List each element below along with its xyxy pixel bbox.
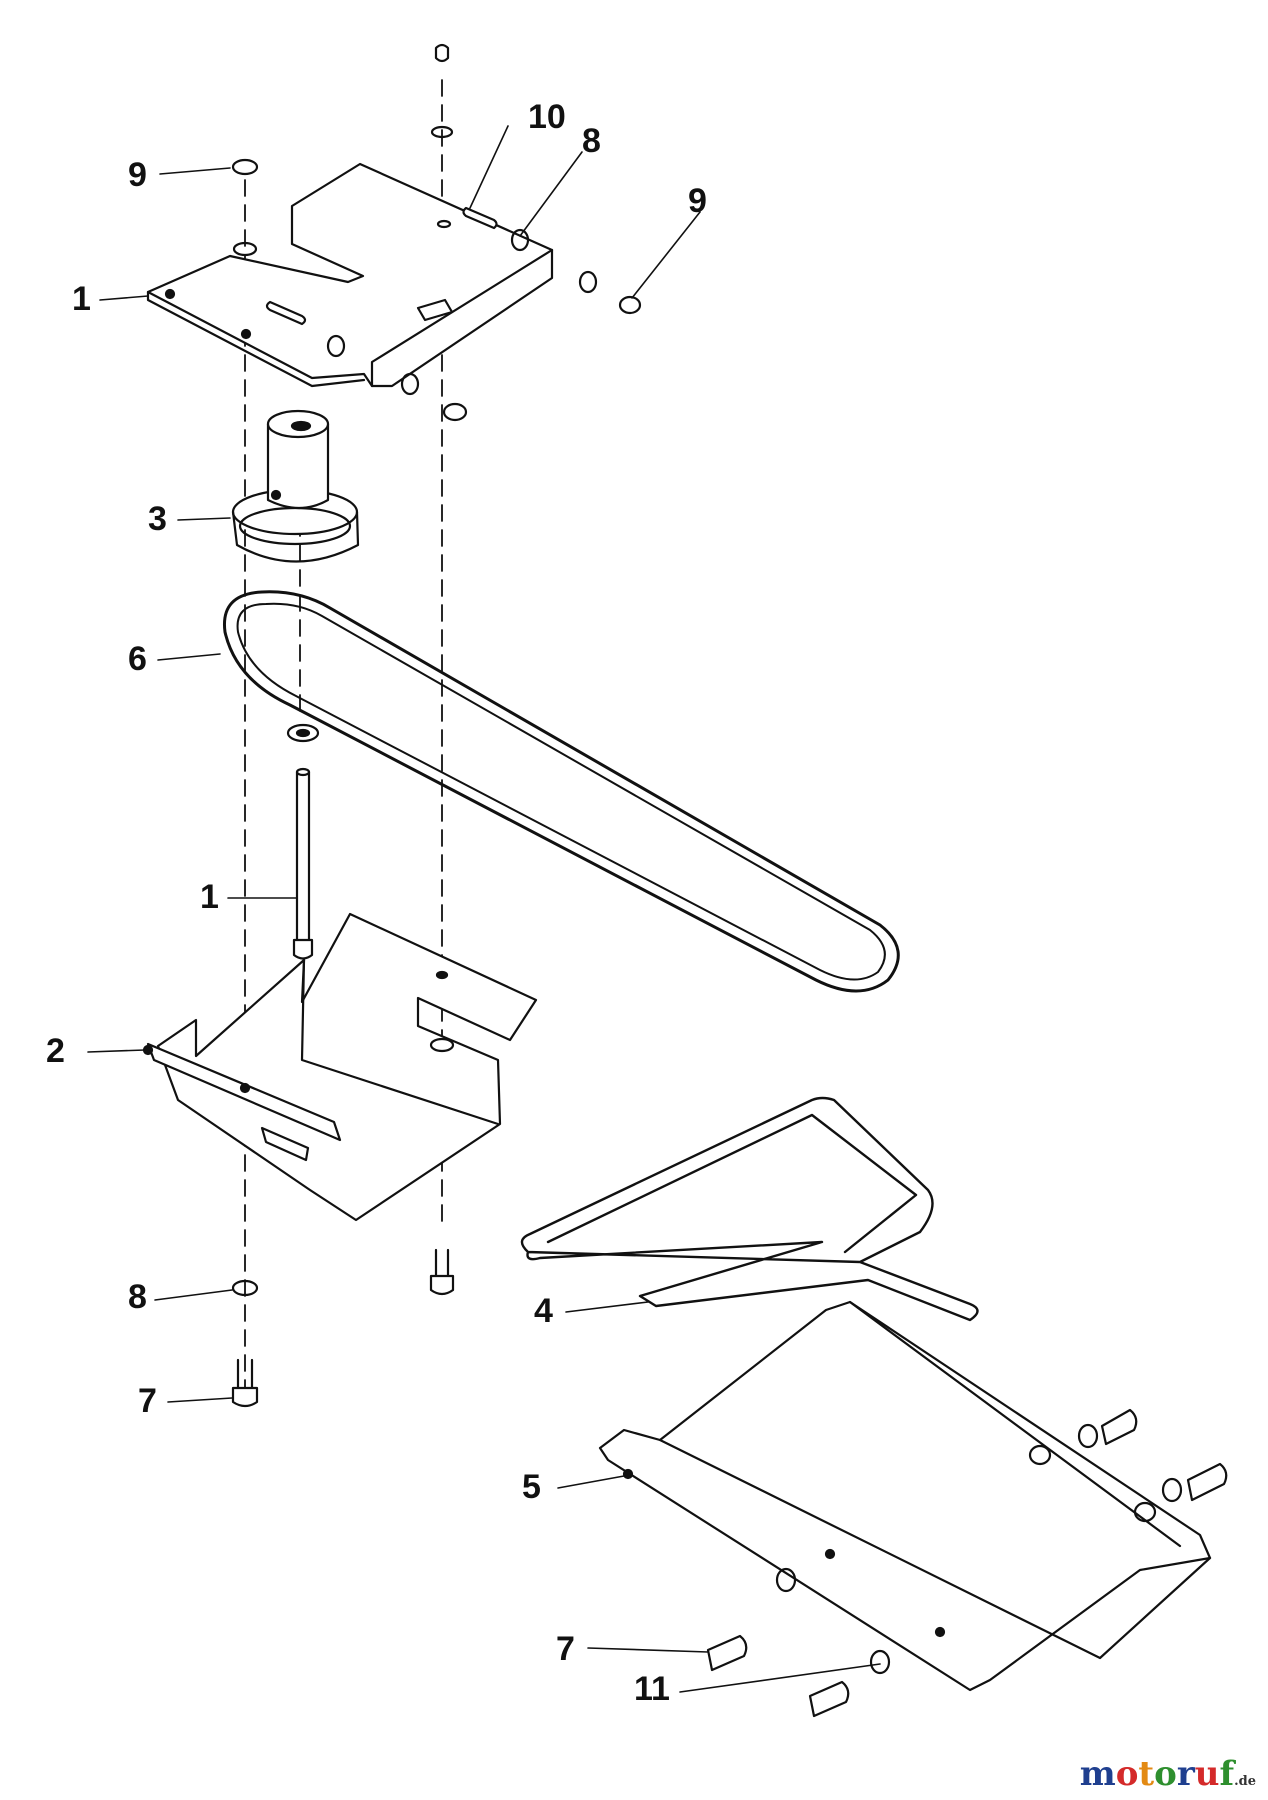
- callout-7-left: 7: [138, 1382, 157, 1420]
- callout-3: 3: [148, 500, 167, 538]
- lower-fasteners: [231, 1248, 455, 1408]
- callout-4: 4: [534, 1292, 553, 1330]
- watermark-letter: u: [1194, 1754, 1220, 1794]
- pivot-pin: [286, 723, 320, 960]
- handle-frame: [520, 1096, 979, 1322]
- callout-6: 6: [128, 640, 147, 678]
- watermark-tld: .de: [1234, 1774, 1256, 1789]
- callout-11: 11: [634, 1670, 670, 1708]
- watermark-letter: o: [1115, 1754, 1139, 1794]
- drive-belt: [222, 590, 900, 993]
- callout-9-right: 9: [688, 182, 707, 220]
- callout-1-top: 1: [72, 280, 91, 318]
- callout-2: 2: [46, 1032, 65, 1070]
- leader-lines: [87, 125, 881, 1693]
- base-plate: [598, 1300, 1212, 1692]
- top-mounting-plate: [146, 162, 554, 388]
- top-plate-fasteners: [231, 43, 642, 422]
- lower-bracket: [142, 912, 538, 1222]
- watermark-letter: f: [1219, 1754, 1235, 1794]
- watermark-letter: t: [1138, 1754, 1155, 1794]
- callout-5: 5: [522, 1468, 541, 1506]
- watermark-letter: r: [1176, 1754, 1195, 1794]
- pulley: [231, 409, 360, 563]
- callout-1-pin: 1: [200, 878, 219, 916]
- callout-8-left: 8: [128, 1278, 147, 1316]
- watermark-letter: o: [1154, 1754, 1177, 1794]
- callout-9-left: 9: [128, 156, 147, 194]
- callout-numbers: 9 1 10 8 9 3 6 1 2 8 7 4 5 7 11: [46, 98, 707, 1708]
- plate-fasteners: [706, 1408, 1228, 1718]
- motoruf-watermark: motoruf.de: [1080, 1754, 1256, 1794]
- callout-10: 10: [528, 98, 566, 136]
- callout-7-bottom: 7: [556, 1630, 575, 1668]
- callout-8-top: 8: [582, 122, 601, 160]
- watermark-letter: m: [1079, 1754, 1116, 1794]
